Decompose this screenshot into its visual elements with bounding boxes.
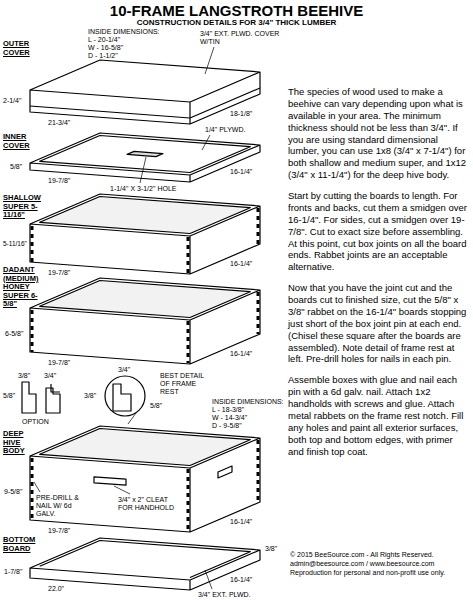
- deep-hive-body: [30, 426, 260, 532]
- box-joint-pins: [32, 208, 258, 273]
- cover-lip: [30, 88, 260, 118]
- dimension-label: 1-7/8": [4, 568, 22, 576]
- dimension-label: 16-1/4": [230, 260, 252, 268]
- inner-cover: [30, 133, 260, 182]
- dimension-label: W - 16-5/8": [88, 44, 123, 52]
- leader-line: [205, 570, 212, 589]
- part-name: OUTER COVER: [3, 40, 37, 57]
- leader-line: [205, 47, 214, 74]
- handhold-cleat: [94, 477, 126, 485]
- medium-super: [30, 278, 260, 364]
- dimension-label: INSIDE DIMENSIONS:: [212, 398, 284, 406]
- dimension-label: 5/8": [3, 392, 15, 400]
- dimension-label: 16-1/4": [230, 518, 252, 526]
- part-name: DEEP HIVE BODY: [3, 430, 29, 456]
- dimension-label: 3/8": [84, 392, 96, 400]
- dimension-label: 16-1/4": [230, 168, 252, 176]
- dimension-label: 3/4": [118, 366, 130, 374]
- dimension-label: INSIDE DIMENSIONS:: [88, 28, 160, 36]
- inner-cover-hole: [127, 151, 163, 156]
- instructions-column: The species of wood used to make a beehi…: [288, 86, 468, 466]
- dimension-label: D - 9-5/8": [212, 422, 242, 430]
- copyright-block: © 2015 BeeSource.com - All Rights Reserv…: [290, 550, 468, 577]
- dimension-label: 3/8": [265, 545, 277, 553]
- part-name: SHALLOW SUPER 5-11/16": [3, 194, 45, 220]
- dimension-label: 22.0": [48, 585, 64, 593]
- metal-rabbet: [51, 384, 60, 392]
- box-joint-pins: [32, 292, 258, 363]
- dimension-label: 19-7/8": [48, 527, 70, 535]
- dimension-label: 5/8": [10, 163, 22, 171]
- box-joint-pins: [32, 440, 258, 531]
- dimension-label: 5/8": [150, 402, 162, 410]
- dimension-label: 3/4" EXT. PLWD. COVER W/TIN: [200, 30, 286, 46]
- dimension-label: 3/4" EXT. PLWD.: [198, 591, 251, 599]
- copyright-note: © 2015 BeeSource.com - All Rights Reserv…: [290, 550, 468, 559]
- detail-circle: [105, 376, 145, 416]
- leader-line: [114, 486, 130, 494]
- dimension-label: 21-3/4": [48, 119, 70, 127]
- leader-line: [34, 482, 40, 492]
- instruction-paragraph: The species of wood used to make a beehi…: [288, 86, 468, 181]
- dimension-label: 3/4" x 2" CLEAT FOR HANDHOLD: [118, 496, 182, 512]
- dimension-label: 1/4" PLYWD.: [205, 126, 245, 134]
- dimension-label: 16-1/4": [230, 350, 252, 358]
- part-name: BOTTOM BOARD: [3, 536, 39, 553]
- dimension-label: 2-1/4": [3, 97, 21, 105]
- leader-line: [140, 157, 146, 183]
- rabbet-profile: [22, 382, 36, 413]
- dimension-label: 9-5/8": [4, 488, 22, 496]
- dimension-label: 6-5/8": [5, 330, 23, 338]
- bottom-board: [30, 538, 260, 590]
- copyright-note: Reproduction for personal and non-profit…: [290, 568, 468, 577]
- super-opening: [40, 197, 251, 234]
- dimension-label: 1-1/4" X 3-1/2" HOLE: [110, 185, 176, 193]
- dimension-label: 5-11/16": [3, 240, 27, 247]
- dimension-label: 18-1/8": [230, 110, 252, 118]
- dimension-label: 3/4": [44, 372, 56, 380]
- copyright-note: admin@beesource.com / www.beesource.com: [290, 559, 468, 568]
- dimension-label: 19-7/8": [48, 177, 70, 185]
- handhold-cleat: [218, 466, 232, 478]
- dimension-label: L - 18-3/8": [212, 406, 244, 414]
- leader-line: [202, 135, 210, 150]
- body-opening: [40, 429, 251, 466]
- dimension-label: 19-7/8": [48, 359, 70, 367]
- dimension-label: W - 14-3/4": [212, 414, 247, 422]
- dimension-label: BEST DETAIL OF FRAME REST: [160, 372, 210, 396]
- outer-cover: [30, 60, 260, 124]
- part-name: INNER COVER: [3, 133, 37, 150]
- dimension-label: 19-7/8": [48, 269, 70, 277]
- instruction-paragraph: Now that you have the joint cut and the …: [288, 282, 468, 365]
- dimension-label: D - 1-1/2": [88, 52, 118, 60]
- part-name: DADANT (MEDIUM) HONEY SUPER 6-5/8": [3, 266, 45, 309]
- shallow-super: [30, 194, 260, 274]
- leader-line: [128, 413, 136, 424]
- inner-cover-rim: [40, 136, 251, 173]
- instruction-paragraph: Start by cutting the boards to length. F…: [288, 190, 468, 273]
- instruction-paragraph: Assemble boxes with glue and nail each p…: [288, 374, 468, 457]
- dimension-label: 3/8": [18, 372, 30, 380]
- bottom-rails: [40, 541, 251, 578]
- title: 10-FRAME LANGSTROTH BEEHIVE: [0, 2, 473, 19]
- subtitle: CONSTRUCTION DETAILS FOR 3/4" THICK LUMB…: [0, 18, 473, 27]
- super-opening: [40, 281, 251, 318]
- dimension-label: L - 20-1/4": [88, 36, 120, 44]
- frame-rest-profile: [113, 384, 131, 411]
- dimension-label: PRE-DRILL & NAIL W/ 6d GALV.: [36, 494, 92, 518]
- dimension-label: 16-1/4": [230, 576, 252, 584]
- dimension-label: OPTION: [22, 418, 49, 426]
